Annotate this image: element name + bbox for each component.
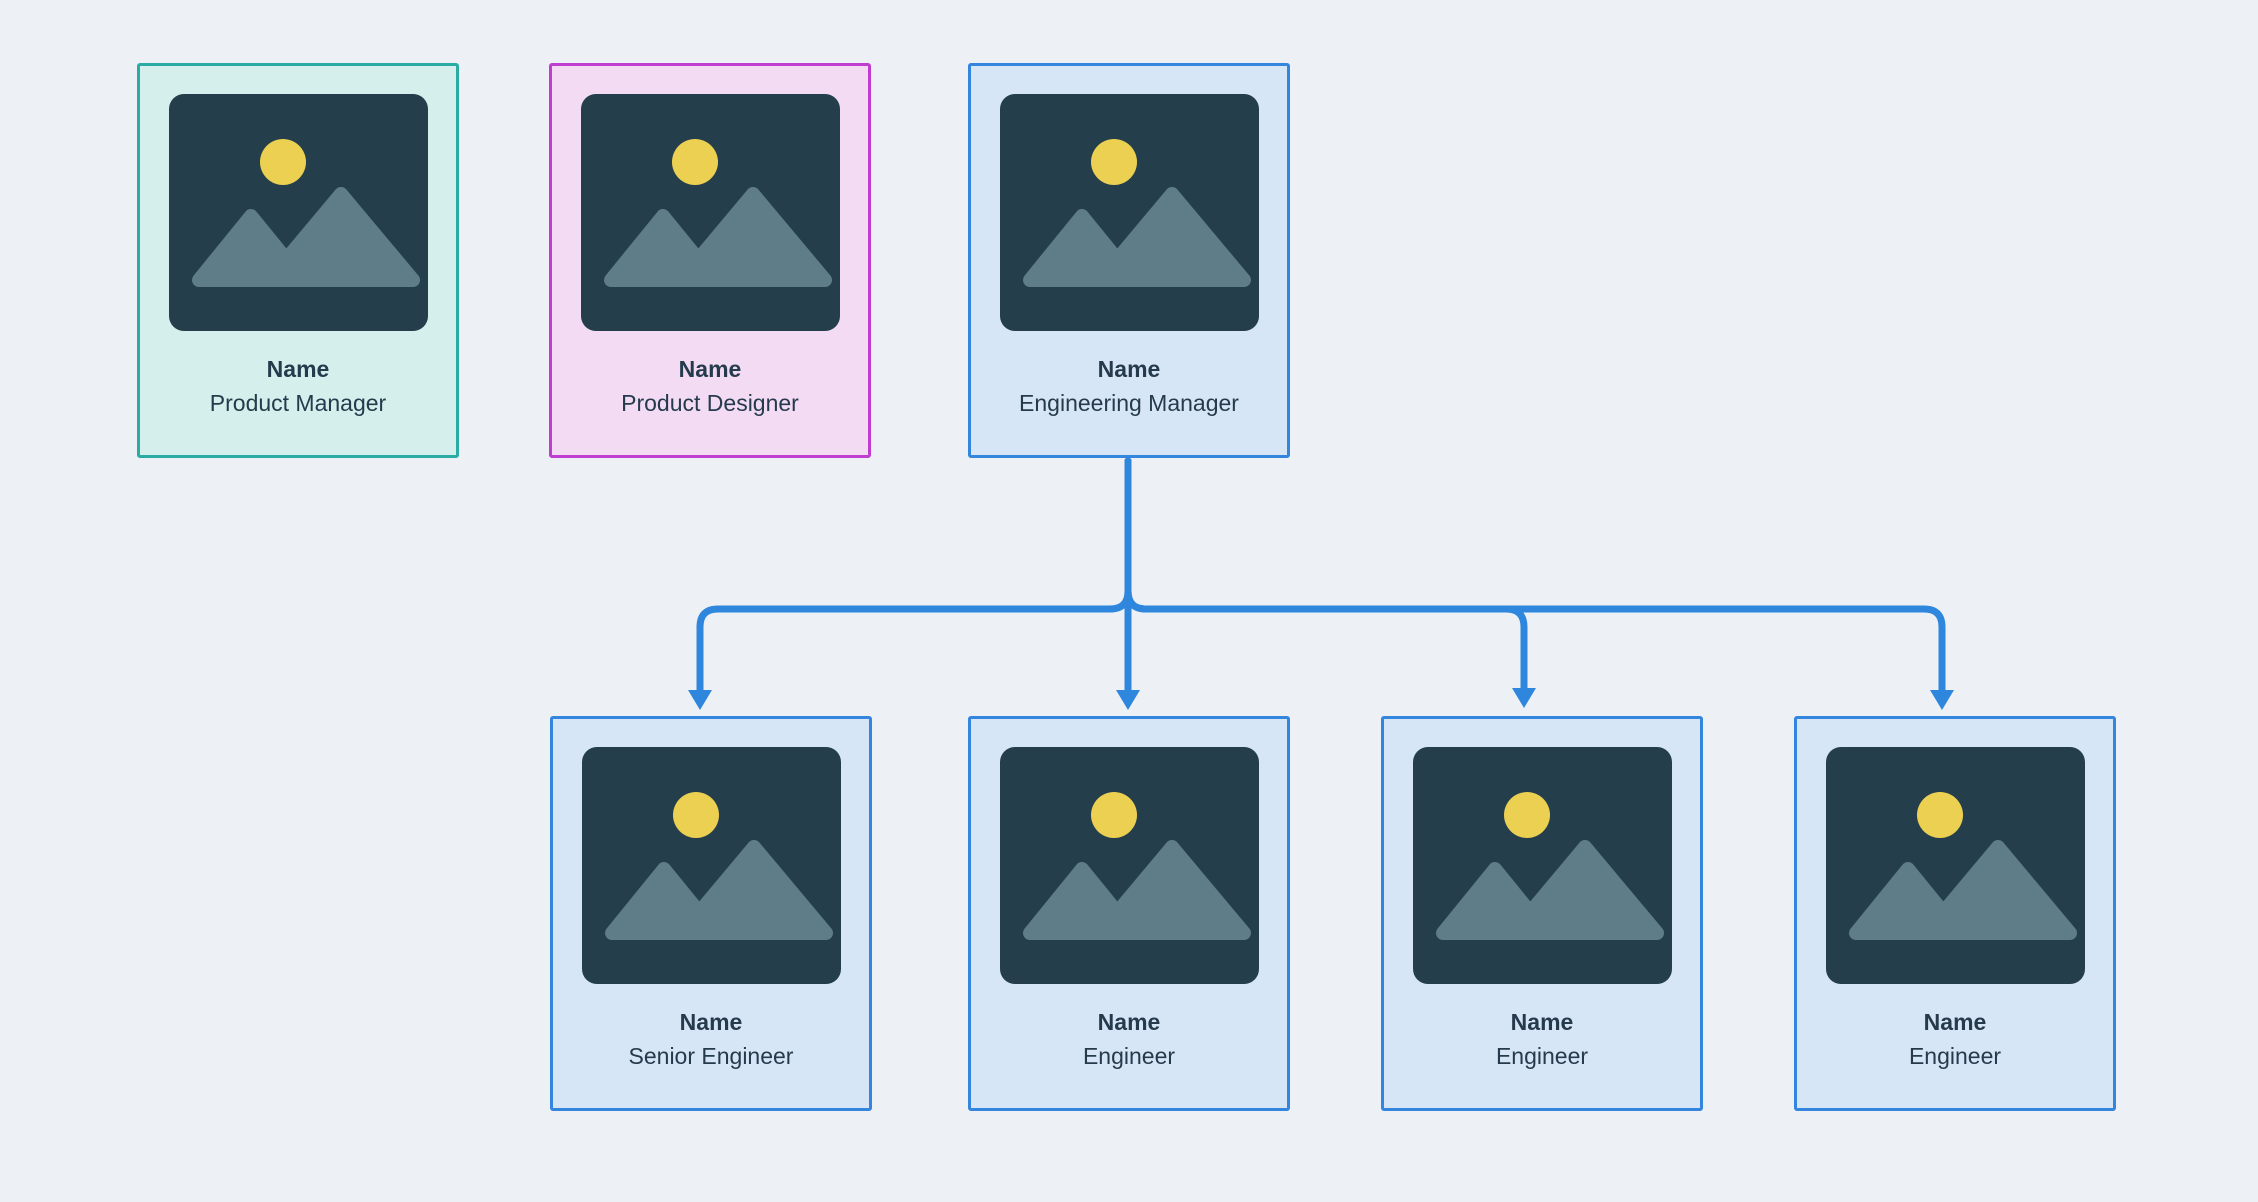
sun-icon [671, 139, 718, 185]
sun-icon [1090, 792, 1137, 838]
mountains-icon [1092, 840, 1251, 940]
card-name-label: Name [1097, 1009, 1161, 1035]
mountains-icon [673, 187, 832, 287]
card-role-label: Product Manager [209, 389, 387, 416]
card-role-label: Engineer [1495, 1042, 1589, 1069]
card-name-label: Name [679, 1009, 743, 1035]
connector-engineering-manager-to-engineer-2[interactable] [1124, 457, 1536, 708]
card-role-label: Engineer [1082, 1042, 1176, 1069]
mountains-icon [261, 187, 420, 287]
card-role-label: Senior Engineer [628, 1042, 794, 1069]
image-placeholder-icon [999, 94, 1259, 331]
mountains-icon [674, 840, 833, 940]
mountains-icon [1092, 187, 1251, 287]
mountains-icon [1505, 840, 1664, 940]
org-card-engineering-manager[interactable]: Name Engineering Manager [968, 63, 1290, 458]
card-role-label: Engineering Manager [1019, 389, 1239, 416]
sun-icon [259, 139, 306, 185]
org-card-product-designer[interactable]: Name Product Designer [549, 63, 871, 458]
sun-icon [672, 792, 719, 838]
card-name-label: Name [266, 356, 330, 382]
image-placeholder-icon [1825, 747, 2085, 984]
card-name-label: Name [1097, 356, 1161, 382]
org-card-product-manager[interactable]: Name Product Manager [137, 63, 459, 458]
card-name-label: Name [1923, 1009, 1987, 1035]
org-card-engineer-3[interactable]: Name Engineer [1794, 716, 2116, 1111]
connector-engineering-manager-to-senior-engineer[interactable] [688, 457, 1132, 710]
card-role-label: Engineer [1908, 1042, 2002, 1069]
image-placeholder-icon [168, 94, 428, 331]
card-role-label: Product Designer [621, 389, 799, 416]
sun-icon [1090, 139, 1137, 185]
sun-icon [1916, 792, 1963, 838]
card-name-label: Name [1510, 1009, 1574, 1035]
image-placeholder-icon [581, 747, 841, 984]
org-card-senior-engineer[interactable]: Name Senior Engineer [550, 716, 872, 1111]
org-card-engineer-2[interactable]: Name Engineer [1381, 716, 1703, 1111]
sun-icon [1503, 792, 1550, 838]
image-placeholder-icon [580, 94, 840, 331]
mountains-icon [1918, 840, 2077, 940]
card-name-label: Name [678, 356, 742, 382]
image-placeholder-icon [1412, 747, 1672, 984]
connector-engineering-manager-to-engineer-3[interactable] [1124, 457, 1954, 710]
image-placeholder-icon [999, 747, 1259, 984]
org-card-engineer-1[interactable]: Name Engineer [968, 716, 1290, 1111]
